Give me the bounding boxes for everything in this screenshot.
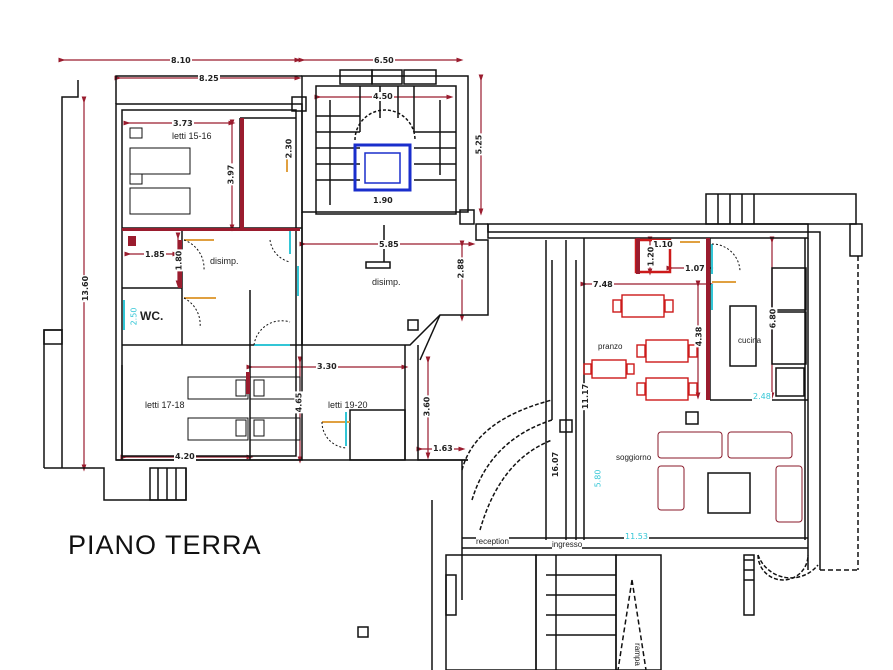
room-label-soggiorno: soggiorno xyxy=(616,453,652,462)
dim-toilet-a-height: 1.20 xyxy=(646,245,656,268)
door-swings xyxy=(183,239,741,449)
dim-room1718-height: 4.65 xyxy=(294,391,304,414)
dim-corridor-width: 1.63 xyxy=(432,444,454,453)
dim-top-left: 8.10 xyxy=(170,56,192,65)
room-label-disimp-left: disimp. xyxy=(210,256,239,266)
dim-wc-height: 2.50 xyxy=(129,306,139,327)
room-label-cucina: cucina xyxy=(738,336,762,345)
elevator xyxy=(353,143,412,192)
dim-small-bath-width: 1.85 xyxy=(144,250,166,259)
dim-upper-left: 8.25 xyxy=(198,74,220,83)
room-label-disimp-center: disimp. xyxy=(372,277,401,287)
doors xyxy=(123,150,736,446)
dim-corridor-height: 3.60 xyxy=(422,395,432,418)
sofas xyxy=(657,431,803,523)
dim-pranzo-width: 7.48 xyxy=(592,280,614,289)
dim-elevator: 1.90 xyxy=(372,196,394,205)
dim-room1516-height: 3.97 xyxy=(226,163,236,186)
dim-left-total: 13.60 xyxy=(81,274,91,303)
dim-cucina-bottom: 2.48 xyxy=(752,392,772,401)
dim-pranzo-height: 4.38 xyxy=(694,325,704,348)
dim-stair-height: 5.25 xyxy=(474,133,484,156)
dim-room1718-width: 4.20 xyxy=(174,452,196,461)
room-label-ingresso: ingresso xyxy=(552,540,583,549)
plan-title: PIANO TERRA xyxy=(68,530,262,560)
dim-disimp-height: 2.88 xyxy=(456,257,466,280)
room-label-wc: WC. xyxy=(140,309,164,323)
dim-small-bath-height: 1.80 xyxy=(174,249,184,272)
dim-stair-width: 4.50 xyxy=(372,92,394,101)
dim-room1920-width: 3.30 xyxy=(316,362,338,371)
room-label-reception: reception xyxy=(476,537,509,546)
dim-bath-top: 2.30 xyxy=(284,137,294,160)
dim-soggiorno-vertical: 5.80 xyxy=(593,468,603,489)
dim-toilet-a-width: 1.10 xyxy=(652,240,674,249)
dim-cucina-height: 6.80 xyxy=(768,307,778,330)
dim-disimp-width: 5.85 xyxy=(378,240,400,249)
room-label-pranzo: pranzo xyxy=(598,342,623,351)
dining-tables xyxy=(583,238,698,401)
room-label-rampa: rampa xyxy=(632,643,642,666)
beds xyxy=(129,127,301,441)
room-label-letti-19-20: letti 19-20 xyxy=(328,400,368,410)
room-label-letti-15-16: letti 15-16 xyxy=(172,131,212,141)
dim-toilet-b-width: 1.07 xyxy=(684,264,706,273)
coffee-table xyxy=(707,472,751,514)
room-label-letti-17-18: letti 17-18 xyxy=(145,400,185,410)
dim-room1516-width: 3.73 xyxy=(172,119,194,128)
dim-top-right: 6.50 xyxy=(373,56,395,65)
dim-col-b: 11.17 xyxy=(581,382,591,411)
walls xyxy=(43,69,863,670)
dim-col-a: 16.07 xyxy=(551,450,561,479)
dim-bottom-span: 11.53 xyxy=(624,532,649,541)
